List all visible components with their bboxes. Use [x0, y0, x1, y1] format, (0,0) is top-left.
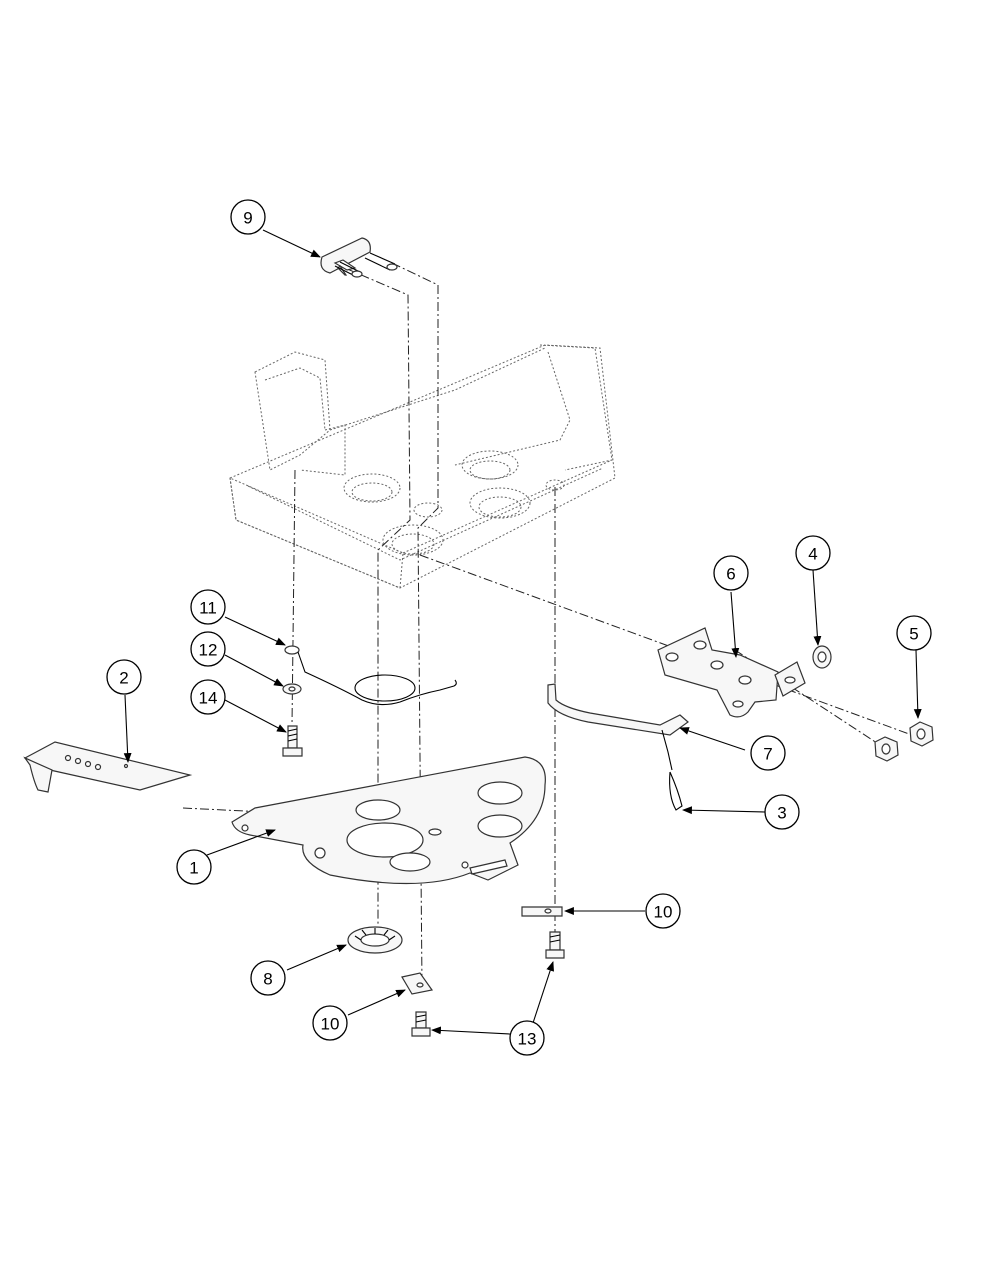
callouts: 9 2 11 12 14 1 8 10	[106, 199, 932, 1056]
svg-text:11: 11	[199, 599, 217, 618]
callout-8: 8	[250, 960, 286, 996]
svg-text:7: 7	[763, 745, 772, 764]
part-bolt-right	[545, 931, 565, 959]
callout-10-right: 10	[645, 893, 681, 929]
phantom-deck-assembly	[229, 344, 616, 589]
svg-text:2: 2	[119, 669, 128, 688]
callout-6: 6	[713, 555, 749, 591]
callout-leaders	[123, 229, 922, 1035]
svg-text:8: 8	[263, 970, 272, 989]
svg-text:13: 13	[518, 1030, 537, 1049]
part-wire-spring	[284, 645, 457, 706]
callout-3: 3	[764, 794, 800, 830]
part-washer-small	[282, 683, 302, 695]
svg-text:12: 12	[199, 641, 218, 660]
svg-text:6: 6	[726, 565, 735, 584]
part-clip-left	[401, 972, 434, 995]
svg-text:4: 4	[808, 545, 817, 564]
callout-9: 9	[230, 199, 266, 235]
callout-7: 7	[750, 735, 786, 771]
svg-text:10: 10	[321, 1015, 340, 1034]
callout-5: 5	[896, 615, 932, 651]
callout-10-left: 10	[312, 1005, 348, 1041]
part-screw	[282, 725, 303, 757]
callout-14: 14	[190, 679, 226, 715]
part-stud-plate	[320, 237, 398, 278]
svg-text:3: 3	[777, 804, 786, 823]
part-bolt-left	[411, 1011, 431, 1037]
svg-text:1: 1	[189, 859, 198, 878]
svg-text:14: 14	[199, 689, 218, 708]
part-hairpin	[669, 771, 683, 811]
callout-2: 2	[106, 659, 142, 695]
part-rod	[547, 683, 689, 771]
part-star-washer	[347, 926, 403, 954]
callout-11: 11	[190, 589, 226, 625]
part-pivot-bracket	[657, 627, 806, 718]
part-bracket	[23, 741, 193, 793]
callout-13: 13	[509, 1020, 545, 1056]
part-washer	[812, 645, 832, 669]
part-nuts	[874, 721, 934, 762]
callout-1: 1	[176, 849, 212, 885]
callout-12: 12	[190, 631, 226, 667]
part-base-plate	[231, 756, 546, 885]
svg-text:9: 9	[243, 209, 252, 228]
callout-4: 4	[795, 535, 831, 571]
part-clip-right	[521, 906, 563, 917]
svg-text:5: 5	[909, 625, 918, 644]
svg-text:10: 10	[654, 903, 673, 922]
